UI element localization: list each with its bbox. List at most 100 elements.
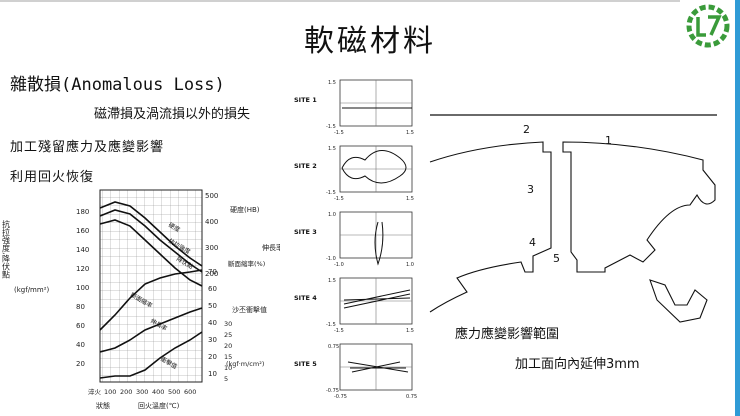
top-divider: [0, 0, 680, 2]
stator-region-label: 5: [553, 252, 560, 265]
site-y-bottom: -1.5: [326, 190, 336, 196]
left-tick-label: 80: [76, 303, 85, 311]
mid-tick-label: 30: [208, 336, 217, 344]
left-tick-label: 40: [76, 341, 85, 349]
site-x-left: -1.0: [334, 262, 344, 268]
impact-tick-label: 30: [224, 320, 232, 328]
site-x-right: 1.0: [406, 262, 414, 268]
temper-curve: [99, 209, 203, 273]
hardness-tick-label: 500: [205, 192, 218, 200]
site-y-bottom: -1.5: [326, 322, 336, 328]
x-tick-label: 300: [136, 388, 148, 396]
left-tick-label: 20: [76, 360, 85, 368]
left-unit: (kgf/mm²): [14, 286, 49, 294]
site-x-right: 0.75: [406, 394, 417, 400]
temper-curves: [99, 201, 203, 379]
stress-area-caption: 應力應變影響範圍: [455, 327, 560, 342]
mid-tick-label: 10: [208, 370, 217, 378]
left-tick-label: 140: [76, 246, 89, 254]
site-x-right: 1.5: [406, 196, 414, 202]
site-y-top: 1.0: [328, 212, 336, 218]
x-tick-label: 500: [168, 388, 180, 396]
site-label: SITE 2: [294, 162, 317, 170]
tempering-recovery-text: 利用回火恢復: [10, 170, 95, 185]
tempering-properties-chart: 抗拉強度,降伏點 180 160 140 120 100 80 60 40 20 (kgf/mm…: [2, 189, 280, 410]
left-tick-label: 100: [76, 284, 89, 292]
mid-tick-label: 70: [208, 268, 217, 276]
site-y-top: 1.5: [328, 80, 336, 86]
site-x-left: -0.75: [334, 394, 347, 400]
impact-label: 沙丕衝擊值: [232, 305, 267, 314]
site-label: SITE 5: [294, 360, 317, 368]
site-y-bottom: -0.75: [326, 388, 339, 394]
mid-tick-label: 40: [208, 319, 217, 327]
impact-tick-label: 25: [224, 331, 232, 339]
stator-region-label: 4: [529, 236, 536, 249]
elongation-label: 伸長率: [262, 243, 280, 252]
site-plot: SITE 5 0.75 -0.75-0.75 0.75: [294, 343, 417, 400]
impact-unit: (kgf·m/cm²): [226, 360, 264, 368]
mid-ticks: 70 60 50 40 30 20 10: [208, 268, 217, 378]
site-label: SITE 4: [294, 294, 317, 302]
anomalous-loss-heading: 雜散損(Anomalous Loss): [10, 75, 225, 95]
left-tick-label: 180: [76, 208, 89, 216]
residual-stress-text: 加工殘留應力及應變影響: [10, 140, 165, 155]
right-accent-bar: [735, 0, 740, 416]
lightning-gear-logo-icon: [686, 4, 730, 48]
temper-curve: [99, 201, 203, 267]
site-loop: [374, 221, 384, 266]
site-y-top: 1.5: [328, 278, 336, 284]
site-x-right: 1.5: [406, 328, 414, 334]
impact-tick-label: 15: [224, 353, 232, 361]
site-label: SITE 3: [294, 228, 317, 236]
impact-tick-label: 20: [224, 342, 232, 350]
site-x-left: -1.5: [334, 328, 344, 334]
impact-tick-label: 10: [224, 364, 232, 372]
temper-curve: [99, 331, 203, 379]
x-sub-label: 狀態: [96, 401, 110, 410]
impact-tick-label: 5: [224, 375, 228, 383]
x-tick-label: 淬火: [88, 387, 102, 396]
site-x-left: -1.5: [334, 196, 344, 202]
impact-ticks: 30 25 20 15 10 5: [224, 320, 232, 383]
site-loop: [343, 289, 411, 309]
x-axis-label: 回火溫度(℃): [138, 401, 180, 410]
x-tick-label: 100: [104, 388, 116, 396]
left-ticks: 180 160 140 120 100 80 60 40 20: [76, 208, 89, 368]
stator-region-label: 2: [523, 123, 530, 136]
anomalous-loss-description: 磁滯損及渦流損以外的損失: [94, 107, 251, 122]
site-y-top: 0.75: [328, 344, 339, 350]
site-x-left: -1.5: [334, 130, 344, 136]
site-loop: [347, 361, 409, 373]
left-tick-label: 120: [76, 265, 89, 273]
hardness-tick-label: 400: [205, 218, 218, 226]
site-loop: [341, 150, 407, 184]
site-plot: SITE 4 1.5 -1.5-1.5 1.5: [294, 277, 414, 334]
mid-tick-label: 20: [208, 353, 217, 361]
site-y-bottom: -1.0: [326, 256, 336, 262]
mid-tick-label: 60: [208, 285, 217, 293]
x-tick-label: 400: [152, 388, 164, 396]
x-tick-label: 600: [184, 388, 196, 396]
x-tick-label: 200: [120, 388, 132, 396]
site-plot: SITE 3 1.0 -1.0-1.0 1.0: [294, 211, 414, 268]
left-tick-label: 160: [76, 227, 89, 235]
stator-region-label: 3: [527, 183, 534, 196]
site-y-bottom: -1.5: [326, 124, 336, 130]
hardness-label: 硬度(HB): [230, 205, 260, 214]
reduction-label: 斷面縮率(%): [228, 259, 265, 268]
left-tick-label: 60: [76, 322, 85, 330]
temper-curve: [99, 219, 203, 287]
left-axis-label: 抗拉強度,降伏點: [2, 219, 11, 280]
depth-caption: 加工面向內延伸3mm: [515, 357, 640, 372]
site-plot: SITE 2 1.5 -1.5-1.5 1.5: [294, 145, 414, 202]
mid-tick-label: 50: [208, 302, 217, 310]
site-y-top: 1.5: [328, 146, 336, 152]
slide-title: 軟磁材料: [304, 24, 436, 59]
